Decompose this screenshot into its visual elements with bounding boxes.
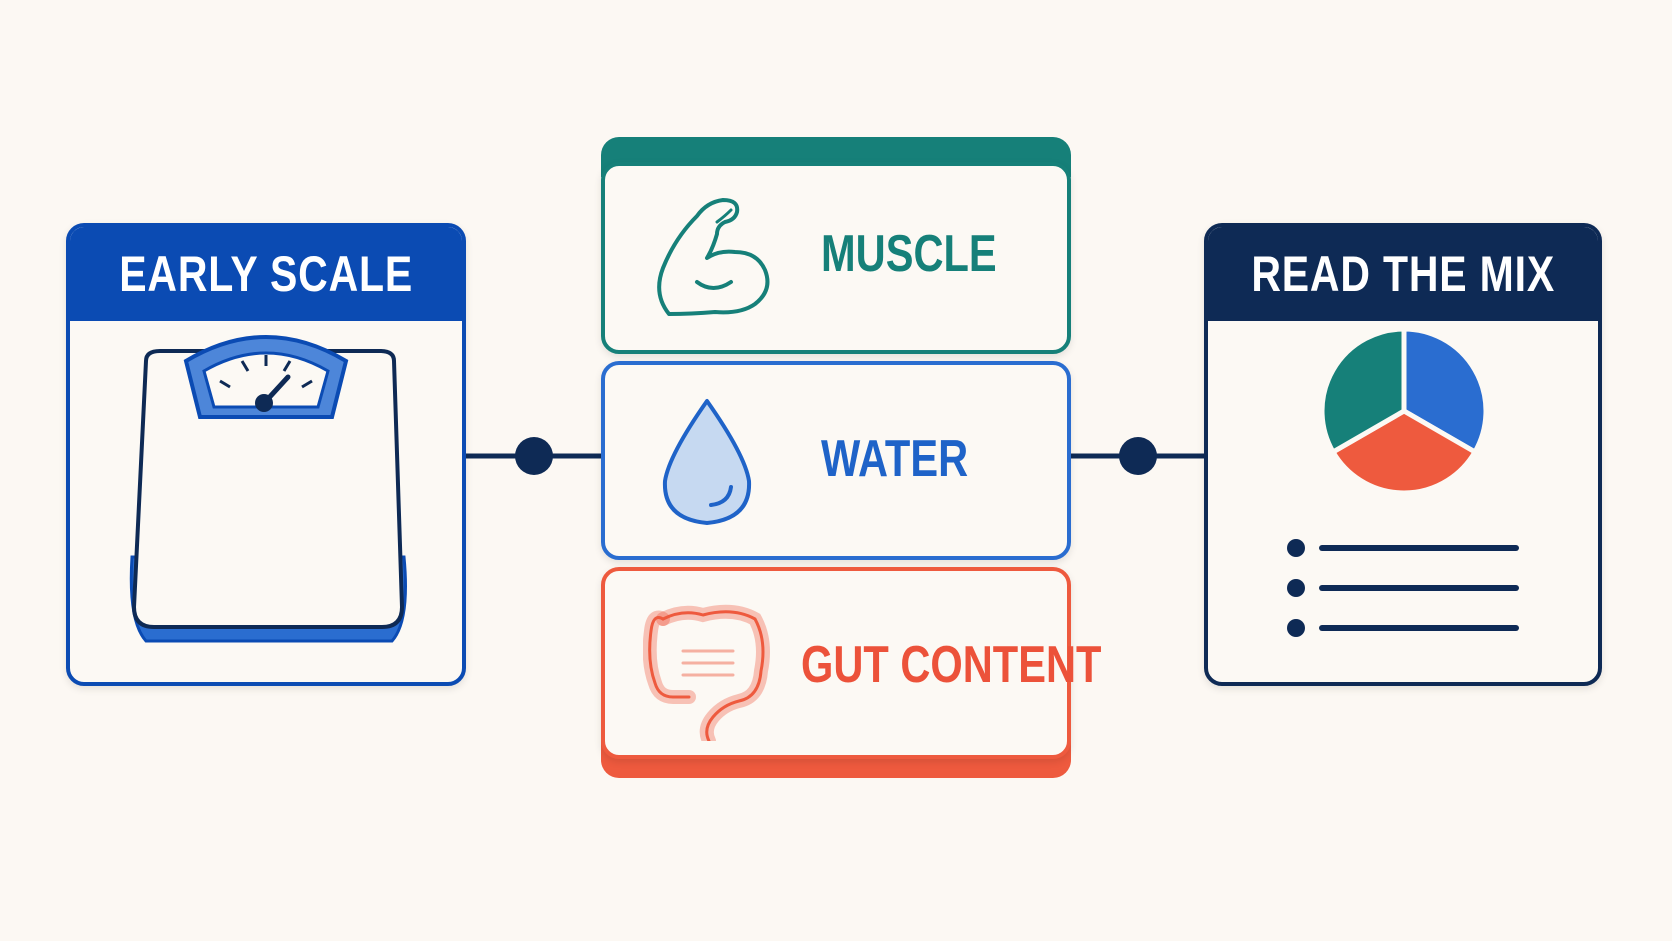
early-scale-card: EARLY SCALE bbox=[66, 223, 466, 686]
read-the-mix-header: READ THE MIX bbox=[1208, 227, 1598, 321]
water-label: WATER bbox=[821, 430, 969, 488]
read-the-mix-card: READ THE MIX bbox=[1204, 223, 1602, 686]
pie-chart-icon bbox=[1319, 326, 1489, 496]
gut-content-box: GUT CONTENT bbox=[601, 567, 1101, 759]
early-scale-title: EARLY SCALE bbox=[119, 246, 413, 302]
water-box: WATER bbox=[601, 361, 1071, 560]
read-the-mix-body bbox=[1287, 326, 1519, 637]
intestine-icon bbox=[643, 604, 770, 741]
read-the-mix-title: READ THE MIX bbox=[1251, 246, 1555, 302]
gut-content-label: GUT CONTENT bbox=[801, 636, 1102, 694]
connector-node-right bbox=[1119, 437, 1157, 475]
muscle-label: MUSCLE bbox=[821, 225, 997, 283]
flexed-arm-icon bbox=[657, 198, 770, 316]
early-scale-header: EARLY SCALE bbox=[70, 227, 462, 321]
connector-node-left bbox=[515, 437, 553, 475]
water-drop-icon bbox=[662, 399, 752, 525]
bathroom-scale-icon bbox=[129, 335, 407, 643]
bullet-list-icon bbox=[1287, 539, 1519, 637]
muscle-box: MUSCLE bbox=[601, 162, 1071, 354]
